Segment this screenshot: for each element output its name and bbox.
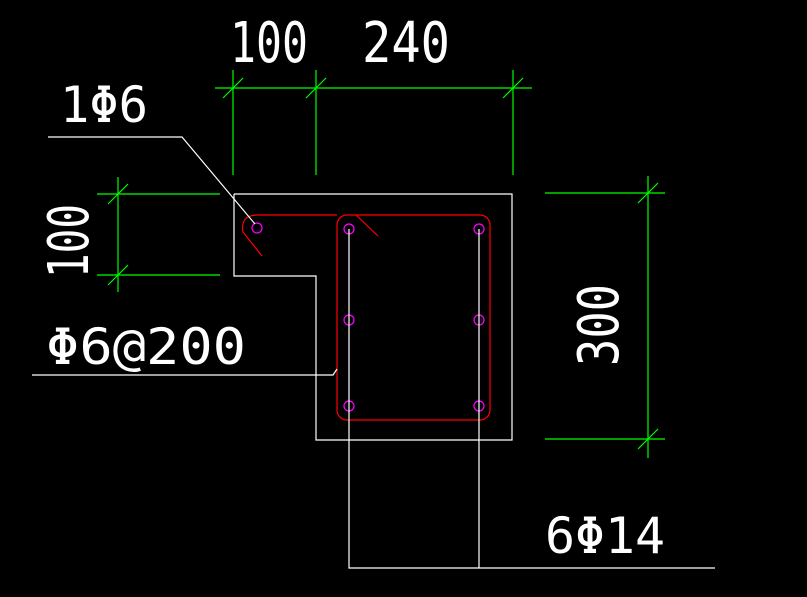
tick: [107, 264, 129, 286]
tick: [502, 77, 524, 99]
tick: [637, 428, 659, 450]
tick: [222, 77, 244, 99]
stirrup-label: Φ6@200: [46, 318, 246, 376]
main-stirrup: [336, 214, 491, 421]
dim-top-left-text: 100: [230, 11, 308, 76]
stirrup-hook: [355, 214, 379, 237]
dim-right-vertical-text: 300: [567, 284, 632, 366]
dim-top-right-text: 240: [362, 11, 450, 76]
dim-left-vertical-text: 100: [37, 204, 102, 278]
tick: [637, 182, 659, 204]
main-bars-label: 6Φ14: [545, 507, 665, 565]
section-outline: [233, 193, 513, 441]
stirrup-leader: [32, 368, 338, 376]
corner-rebar: [251, 222, 263, 234]
corner-bar-label: 1Φ6: [60, 76, 148, 134]
stirrup-group: [241, 214, 491, 421]
dimension-lines: [97, 70, 665, 458]
extension-stirrup: [241, 214, 337, 257]
corner-bar-leader: [48, 136, 256, 225]
leader-lines: [32, 136, 715, 569]
tick: [107, 183, 129, 205]
rebar-group: [251, 222, 485, 412]
tick: [305, 77, 327, 99]
main-bars-leader: [348, 229, 715, 569]
